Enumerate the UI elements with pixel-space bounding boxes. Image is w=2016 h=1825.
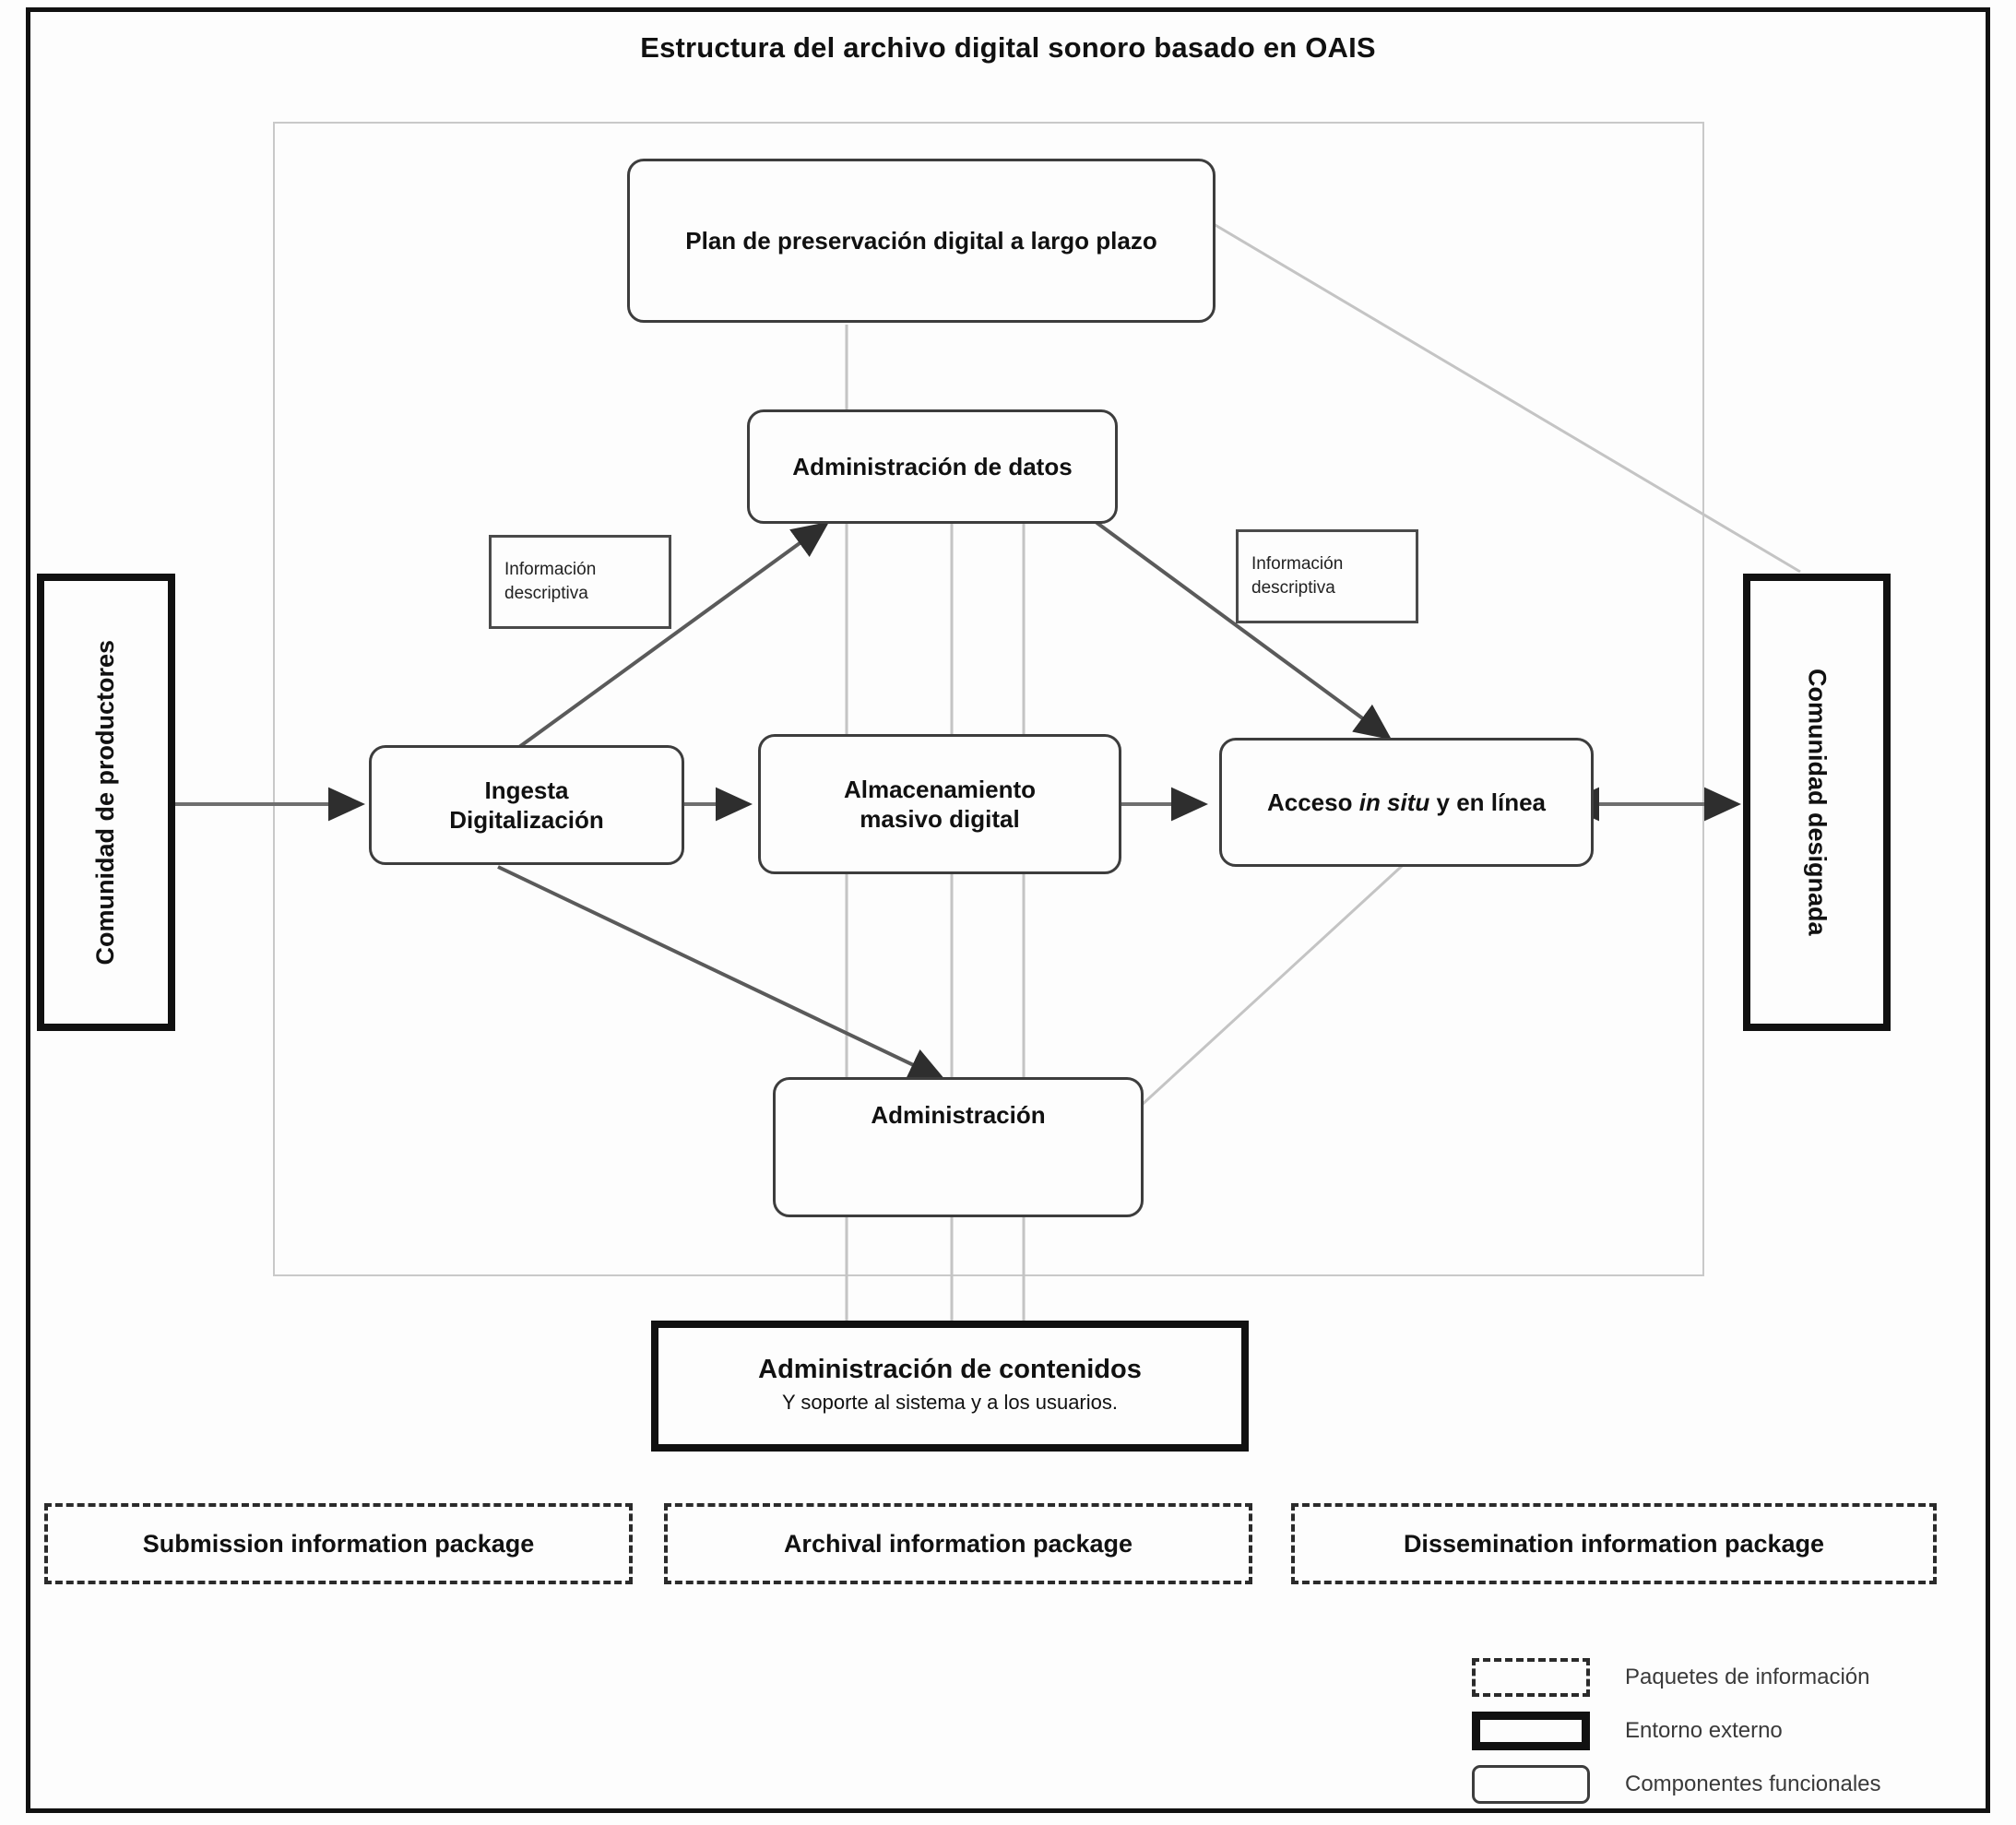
external-comunidad-productores[interactable]: Comunidad de productores (37, 574, 175, 1031)
legend-label-componentes: Componentes funcionales (1625, 1772, 1881, 1796)
legend-label-entorno: Entorno externo (1625, 1718, 1783, 1743)
node-plan-preservacion[interactable]: Plan de preservación digital a largo pla… (627, 159, 1216, 323)
node-administracion-contenidos[interactable]: Administración de contenidos Y soporte a… (651, 1321, 1249, 1452)
node-acceso-in-situ[interactable]: Acceso in situ y en línea (1219, 738, 1594, 867)
node-administracion-label: Administración (871, 1101, 1046, 1129)
legend-swatch-thick-icon (1472, 1712, 1590, 1750)
acceso-prefix: Acceso (1266, 788, 1359, 816)
info-descriptiva-right-text: Información descriptiva (1251, 554, 1344, 598)
package-archival-label: Archival information package (783, 1529, 1133, 1558)
legend-row-paquetes: Paquetes de información (1472, 1651, 1970, 1704)
almacenamiento-line-1: Almacenamiento (843, 775, 1037, 803)
node-administracion[interactable]: Administración (773, 1077, 1144, 1217)
oais-boundary (273, 122, 1704, 1276)
legend-label-paquetes: Paquetes de información (1625, 1665, 1870, 1689)
contenidos-subtitle: Y soporte al sistema y a los usuarios. (782, 1390, 1118, 1414)
node-almacenamiento-label: Almacenamiento masivo digital (844, 775, 1036, 835)
node-acceso-label: Acceso in situ y en línea (1267, 788, 1546, 818)
label-informacion-descriptiva-right: Información descriptiva (1236, 529, 1418, 623)
comunidad-productores-label: Comunidad de productores (91, 639, 120, 966)
legend-row-entorno: Entorno externo (1472, 1704, 1970, 1758)
node-ingesta-label: Ingesta Digitalización (449, 776, 604, 835)
legend: Paquetes de información Entorno externo … (1472, 1651, 1970, 1811)
contenidos-title: Administración de contenidos (758, 1354, 1142, 1384)
legend-swatch-round-icon (1472, 1765, 1590, 1804)
package-submission[interactable]: Submission information package (44, 1503, 633, 1584)
ingesta-line-2: Digitalización (449, 806, 604, 834)
ingesta-line-1: Ingesta (484, 776, 569, 804)
label-informacion-descriptiva-left: Información descriptiva (489, 535, 671, 629)
node-plan-preservacion-label: Plan de preservación digital a largo pla… (685, 226, 1157, 255)
info-descriptiva-left-text: Información descriptiva (504, 560, 597, 603)
node-administracion-datos[interactable]: Administración de datos (747, 409, 1118, 524)
node-ingesta-digitalizacion[interactable]: Ingesta Digitalización (369, 745, 684, 865)
almacenamiento-line-2: masivo digital (860, 805, 1020, 833)
acceso-suffix: y en línea (1429, 788, 1547, 816)
node-administracion-datos-label: Administración de datos (792, 452, 1073, 480)
package-dissemination-label: Dissemination information package (1403, 1529, 1825, 1558)
comunidad-designada-label: Comunidad designada (1803, 669, 1832, 936)
package-archival[interactable]: Archival information package (664, 1503, 1252, 1584)
page-title: Estructura del archivo digital sonoro ba… (640, 31, 1376, 64)
legend-row-componentes: Componentes funcionales (1472, 1758, 1970, 1811)
package-submission-label: Submission information package (142, 1529, 535, 1558)
package-dissemination[interactable]: Dissemination information package (1291, 1503, 1937, 1584)
node-almacenamiento-masivo[interactable]: Almacenamiento masivo digital (758, 734, 1121, 874)
external-comunidad-designada[interactable]: Comunidad designada (1743, 574, 1891, 1031)
legend-swatch-dashed-icon (1472, 1658, 1590, 1697)
acceso-italic: in situ (1358, 788, 1430, 816)
